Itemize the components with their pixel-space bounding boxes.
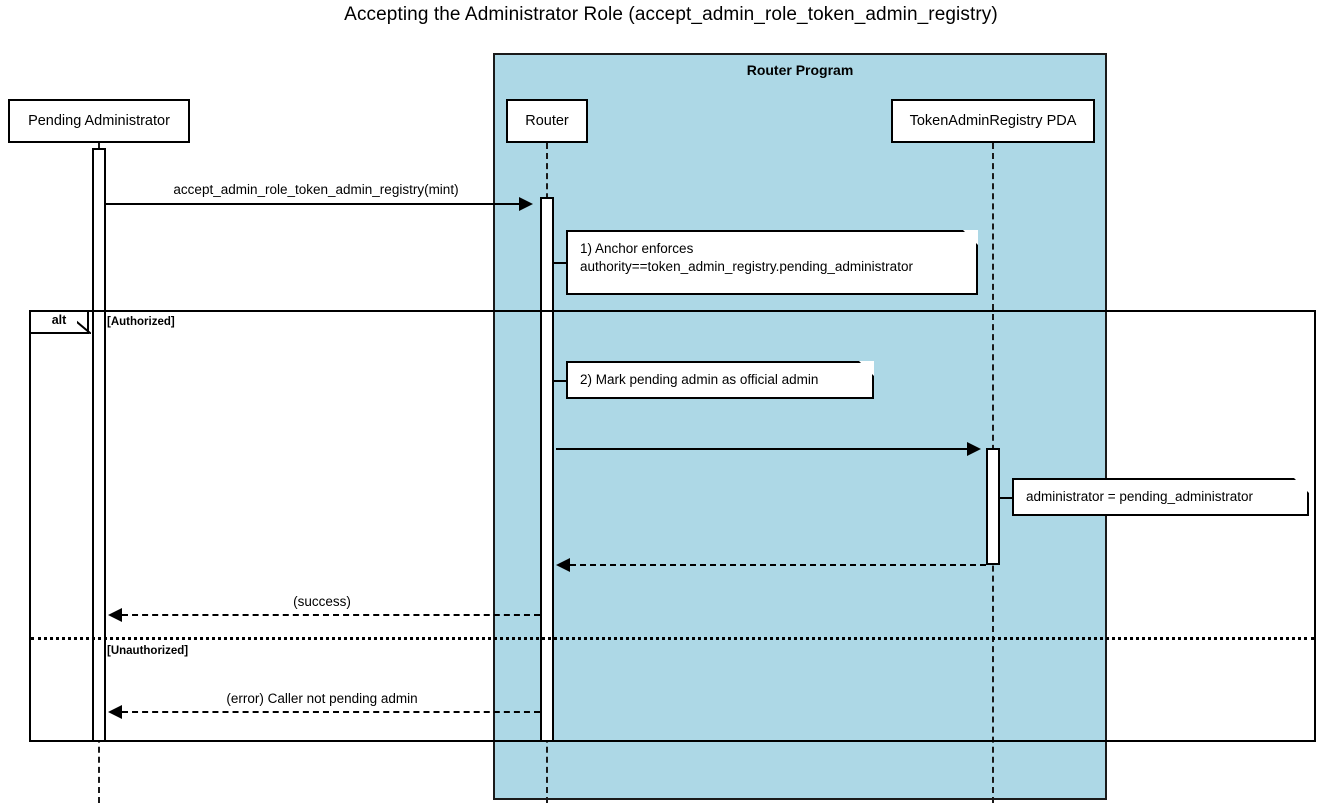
- note-line-1: administrator = pending_administrator: [1026, 489, 1253, 504]
- note-line-2: authority==token_admin_registry.pending_…: [580, 259, 913, 275]
- guard-label-unauthorized: [Unauthorized]: [107, 645, 189, 657]
- participant-label: Router: [525, 113, 569, 129]
- participant-router[interactable]: Router: [506, 99, 588, 143]
- note-mark-pending-admin: 2) Mark pending admin as official admin: [566, 361, 874, 399]
- activation-bar-token-admin-registry-pda: [986, 448, 1000, 565]
- note-fold-edge-icon: [961, 230, 978, 247]
- group-box-label: Router Program: [746, 62, 854, 78]
- arrowhead-left-icon: [108, 608, 122, 622]
- alt-divider: [31, 637, 1314, 640]
- note-fold-edge-icon: [857, 361, 874, 378]
- participant-pending-administrator[interactable]: Pending Administrator: [8, 99, 190, 143]
- note-fold-edge-icon: [1292, 478, 1309, 495]
- arrowhead-left-icon: [108, 705, 122, 719]
- guard-label-authorized: [Authorized]: [107, 316, 175, 328]
- message-label-success-return: (success): [293, 594, 351, 609]
- page-title: Accepting the Administrator Role (accept…: [344, 4, 998, 25]
- participant-label: Pending Administrator: [28, 113, 170, 129]
- message-line-error-return: [122, 711, 540, 713]
- combined-fragment-alt: [29, 310, 1316, 742]
- note-line-1: 1) Anchor enforces: [580, 241, 694, 256]
- arrowhead-left-icon: [556, 558, 570, 572]
- note-tail-administrator-assignment: [1000, 497, 1014, 499]
- arrowhead-right-icon: [967, 442, 981, 456]
- note-anchor-enforces: 1) Anchor enforces authority==token_admi…: [566, 230, 978, 295]
- note-tail-anchor-enforces: [554, 262, 568, 264]
- message-label-error-return: (error) Caller not pending admin: [226, 691, 418, 706]
- message-line-update-registry: [556, 448, 968, 450]
- participant-label: TokenAdminRegistry PDA: [909, 113, 1077, 129]
- message-label-accept-admin-role: accept_admin_role_token_admin_registry(m…: [173, 182, 459, 197]
- arrowhead-right-icon: [519, 197, 533, 211]
- note-administrator-assignment: administrator = pending_administrator: [1012, 478, 1309, 516]
- message-line-success-return: [122, 614, 540, 616]
- group-box-router-program: [493, 53, 1107, 800]
- message-line-accept-admin-role: [106, 203, 520, 205]
- note-tail-mark-pending-admin: [554, 380, 568, 382]
- alt-operator-label: alt: [51, 313, 67, 327]
- participant-token-admin-registry-pda[interactable]: TokenAdminRegistry PDA: [891, 99, 1095, 143]
- message-line-registry-return: [570, 564, 986, 566]
- note-line-1: 2) Mark pending admin as official admin: [580, 372, 819, 387]
